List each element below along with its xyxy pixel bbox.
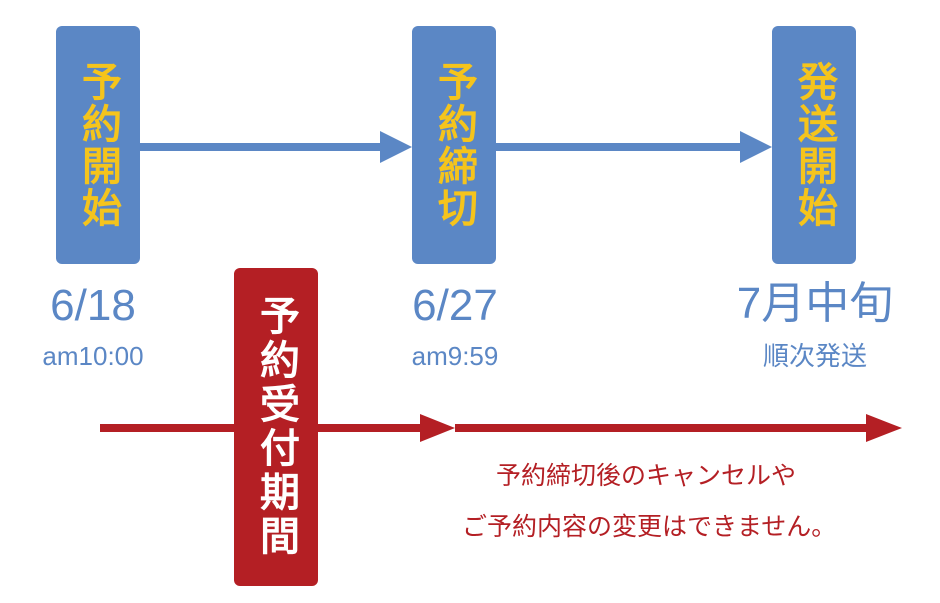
milestone-start-box: 予約開始 <box>56 26 140 264</box>
deadline-time: am9:59 <box>411 341 499 371</box>
milestone-deadline-box: 予約締切 <box>412 26 496 264</box>
shipping-date: 7月中旬 <box>736 279 894 328</box>
arrow-start-to-deadline <box>140 131 412 163</box>
milestone-shipping-label: 発送開始 <box>791 61 837 229</box>
arrow-after-deadline <box>455 414 902 442</box>
shipping-note: 順次発送 <box>762 341 867 371</box>
start-time: am10:00 <box>42 341 144 371</box>
reservation-period-box: 予約受付期間 <box>234 268 318 586</box>
deadline-date: 6/27 <box>412 281 498 330</box>
notice-line-1: 予約締切後のキャンセルや <box>496 461 797 490</box>
milestone-shipping-box: 発送開始 <box>772 26 856 264</box>
milestone-deadline-label: 予約締切 <box>431 61 477 229</box>
reservation-period-label: 予約受付期間 <box>253 295 299 559</box>
notice-line-2: ご予約内容の変更はできません。 <box>462 512 837 541</box>
milestone-start-label: 予約開始 <box>75 61 121 229</box>
arrow-deadline-to-shipping <box>496 131 772 163</box>
start-date: 6/18 <box>50 281 136 330</box>
